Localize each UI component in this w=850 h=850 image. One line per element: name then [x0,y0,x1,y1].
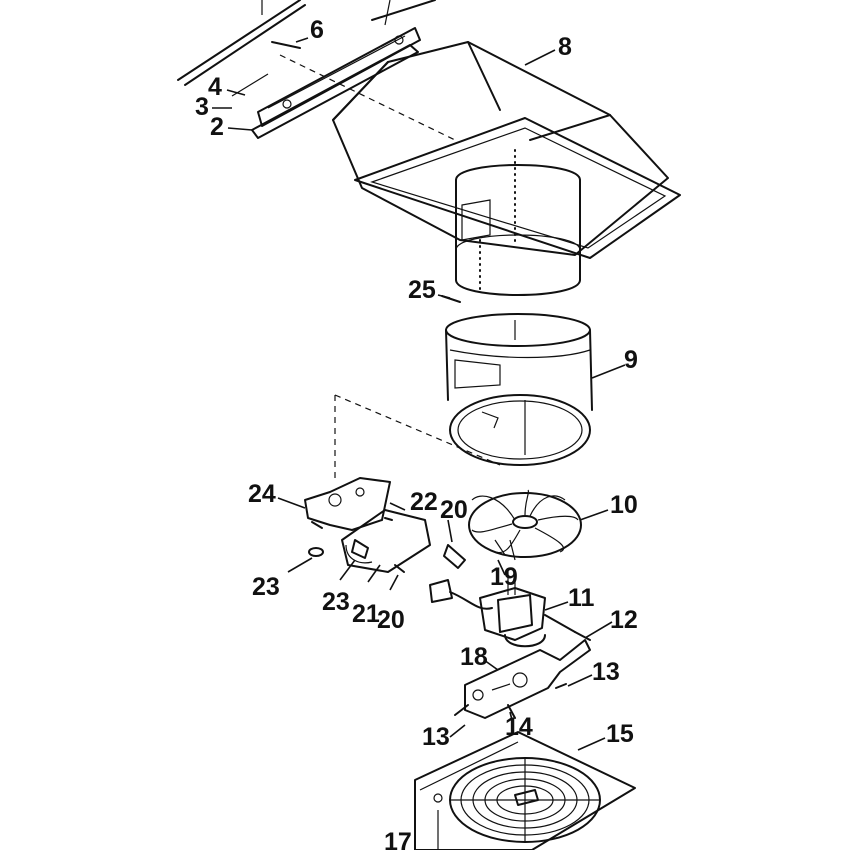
callout-20a: 20 [440,496,468,524]
callout-15: 15 [606,720,634,748]
callout-6: 6 [310,16,324,44]
alignment-line-2 [334,394,501,466]
callout-13a: 13 [592,658,620,686]
callout-18: 18 [460,643,488,671]
callout-14: 14 [505,713,533,741]
callout-20b: 20 [377,606,405,634]
callout-25: 25 [408,276,436,304]
mounting-bar-assembly [177,0,436,139]
fan-blade [468,489,582,558]
grille [414,731,636,850]
motor-plate [464,631,591,719]
callout-21: 21 [352,600,380,628]
motor [479,570,576,648]
callout-9: 9 [624,346,638,374]
callout-11: 11 [568,584,595,612]
screws [308,517,567,719]
callout-17: 17 [384,828,412,850]
power-cord [429,539,516,610]
callout-23b: 23 [322,588,350,616]
callout-12: 12 [610,606,638,634]
mounting-bracket [304,477,431,573]
callout-19: 19 [490,563,518,591]
callout-3: 3 [195,93,209,121]
callout-4: 4 [208,73,222,101]
callout-2: 2 [210,113,224,141]
blower-housing [445,313,593,466]
leader-lines [212,37,626,751]
callout-23a: 23 [252,573,280,601]
callout-8: 8 [558,33,572,61]
callout-22: 22 [410,488,438,516]
callout-10: 10 [610,491,638,519]
callout-24: 24 [248,480,276,508]
housing [332,41,681,296]
callout-13b: 13 [422,723,450,751]
